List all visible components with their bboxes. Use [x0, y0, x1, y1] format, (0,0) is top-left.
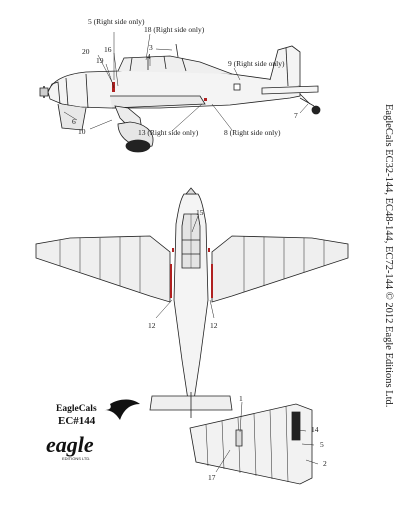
wing-detail-view [189, 403, 313, 485]
callout-16: 16 [104, 45, 112, 54]
callout-20: 20 [82, 47, 90, 56]
callout-4: 4 [147, 52, 151, 61]
brand-series: EagleCals [56, 404, 97, 414]
eagle-logo-icon [104, 399, 140, 420]
callout-7: 7 [294, 111, 298, 120]
callout-8: 8 (Right side only) [224, 128, 281, 137]
top-view-leader-lines [155, 215, 215, 319]
brand-block: EagleCals EC#144 eagle EDITIONS LTD. [46, 399, 140, 461]
wing-detail-leader-lines [215, 401, 319, 473]
callout-5: 5 (Right side only) [88, 17, 145, 26]
callout-6: 6 [72, 117, 76, 126]
callout-17: 17 [208, 473, 216, 482]
callout-1: 1 [239, 394, 243, 403]
side-view-aircraft [39, 43, 321, 153]
callout-18: 18 (Right side only) [144, 25, 205, 34]
logo-word: eagle [46, 432, 94, 457]
callout-12-left: 12 [148, 321, 156, 330]
callout-10: 10 [78, 127, 86, 136]
callout-12-right: 12 [210, 321, 218, 330]
callout-13: 13 (Right side only) [138, 128, 199, 137]
callout-5-wing: 5 [320, 440, 324, 449]
copyright-credit: EagleCals EC32-144, EC48-144, EC72-144 ©… [383, 104, 394, 407]
callout-2: 2 [323, 459, 327, 468]
sheet-number: EC#144 [58, 415, 96, 427]
callout-9: 9 (Right side only) [228, 59, 285, 68]
logo-subtitle: EDITIONS LTD. [62, 456, 90, 461]
callout-19: 19 [96, 56, 104, 65]
callout-15: 15 [196, 208, 204, 217]
side-view-leader-lines [63, 32, 309, 132]
callout-14: 14 [311, 425, 319, 434]
top-view-aircraft [35, 187, 349, 418]
callout-3: 3 [149, 43, 153, 52]
